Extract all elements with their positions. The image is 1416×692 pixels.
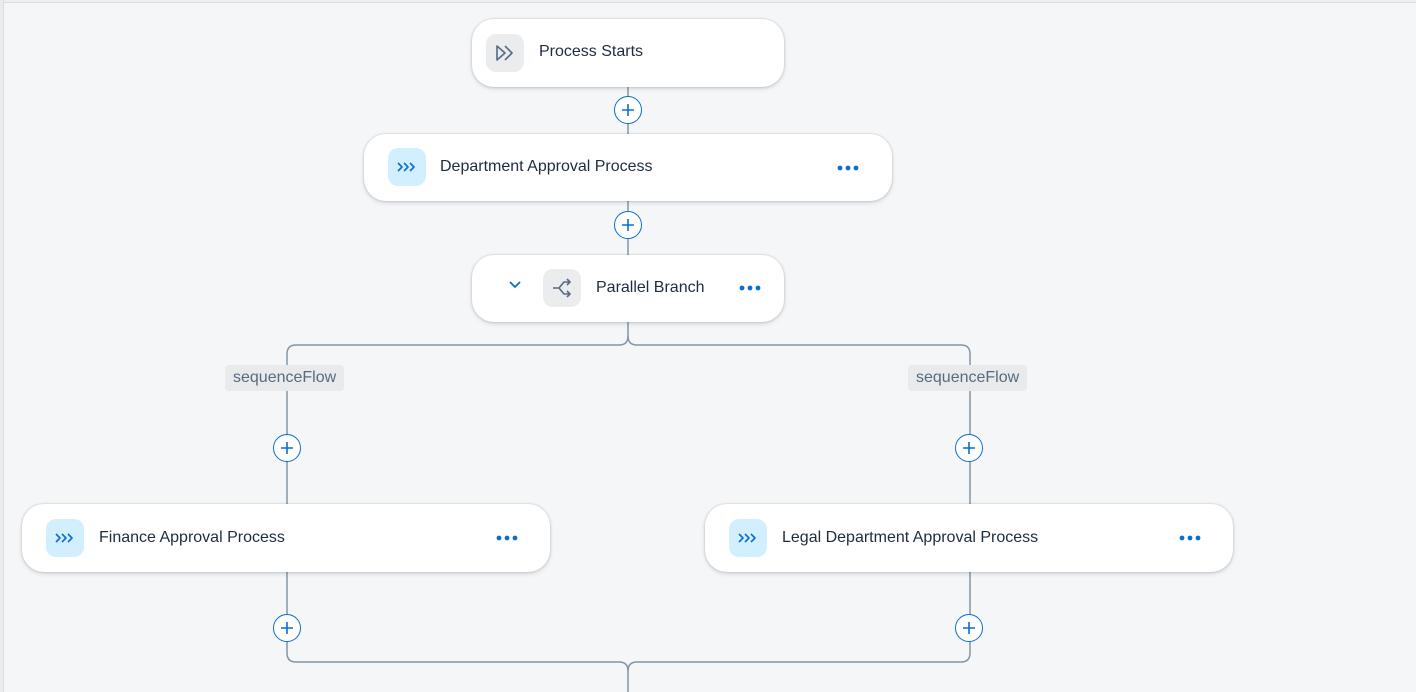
chevrons-right-icon [729, 519, 767, 557]
canvas-left-border [0, 0, 4, 692]
more-options-button[interactable] [491, 525, 523, 551]
overflow-dots-icon [496, 535, 518, 541]
add-step-button-right-branch-end[interactable] [955, 614, 983, 642]
legal-approval-label: Legal Department Approval Process [782, 529, 1039, 546]
chevrons-right-icon [46, 519, 84, 557]
finance-approval-node[interactable]: Finance Approval Process [22, 504, 550, 572]
plus-icon [281, 622, 293, 634]
department-approval-label: Department Approval Process [440, 158, 653, 175]
plus-icon [963, 622, 975, 634]
process-start-label: Process Starts [539, 43, 644, 60]
play-forward-icon [486, 34, 524, 72]
overflow-dots-icon [739, 285, 761, 291]
plus-icon [963, 442, 975, 454]
department-approval-node[interactable]: Department Approval Process [364, 134, 892, 201]
add-step-button-left-branch[interactable] [273, 434, 301, 462]
add-step-button[interactable] [614, 96, 642, 124]
overflow-dots-icon [837, 165, 859, 171]
chevrons-right-icon [388, 148, 426, 186]
add-step-button-right-branch[interactable] [955, 434, 983, 462]
plus-icon [622, 104, 634, 116]
branch-split-icon [543, 269, 581, 307]
process-start-node[interactable]: Process Starts [472, 19, 784, 87]
finance-approval-label: Finance Approval Process [99, 529, 285, 546]
more-options-button[interactable] [734, 275, 766, 301]
legal-approval-node[interactable]: Legal Department Approval Process [705, 504, 1233, 572]
sequence-flow-label-right: sequenceFlow [908, 365, 1028, 391]
plus-icon [281, 442, 293, 454]
collapse-toggle[interactable] [503, 273, 527, 297]
parallel-branch-node[interactable]: Parallel Branch [472, 255, 784, 322]
add-step-button-left-branch-end[interactable] [273, 614, 301, 642]
canvas-top-border [0, 0, 1416, 3]
more-options-button[interactable] [1174, 525, 1206, 551]
chevron-down-icon [509, 281, 521, 289]
parallel-branch-label: Parallel Branch [596, 279, 705, 296]
overflow-dots-icon [1179, 535, 1201, 541]
plus-icon [622, 219, 634, 231]
sequence-flow-label-left: sequenceFlow [225, 365, 345, 391]
more-options-button[interactable] [832, 155, 864, 181]
add-step-button[interactable] [614, 211, 642, 239]
